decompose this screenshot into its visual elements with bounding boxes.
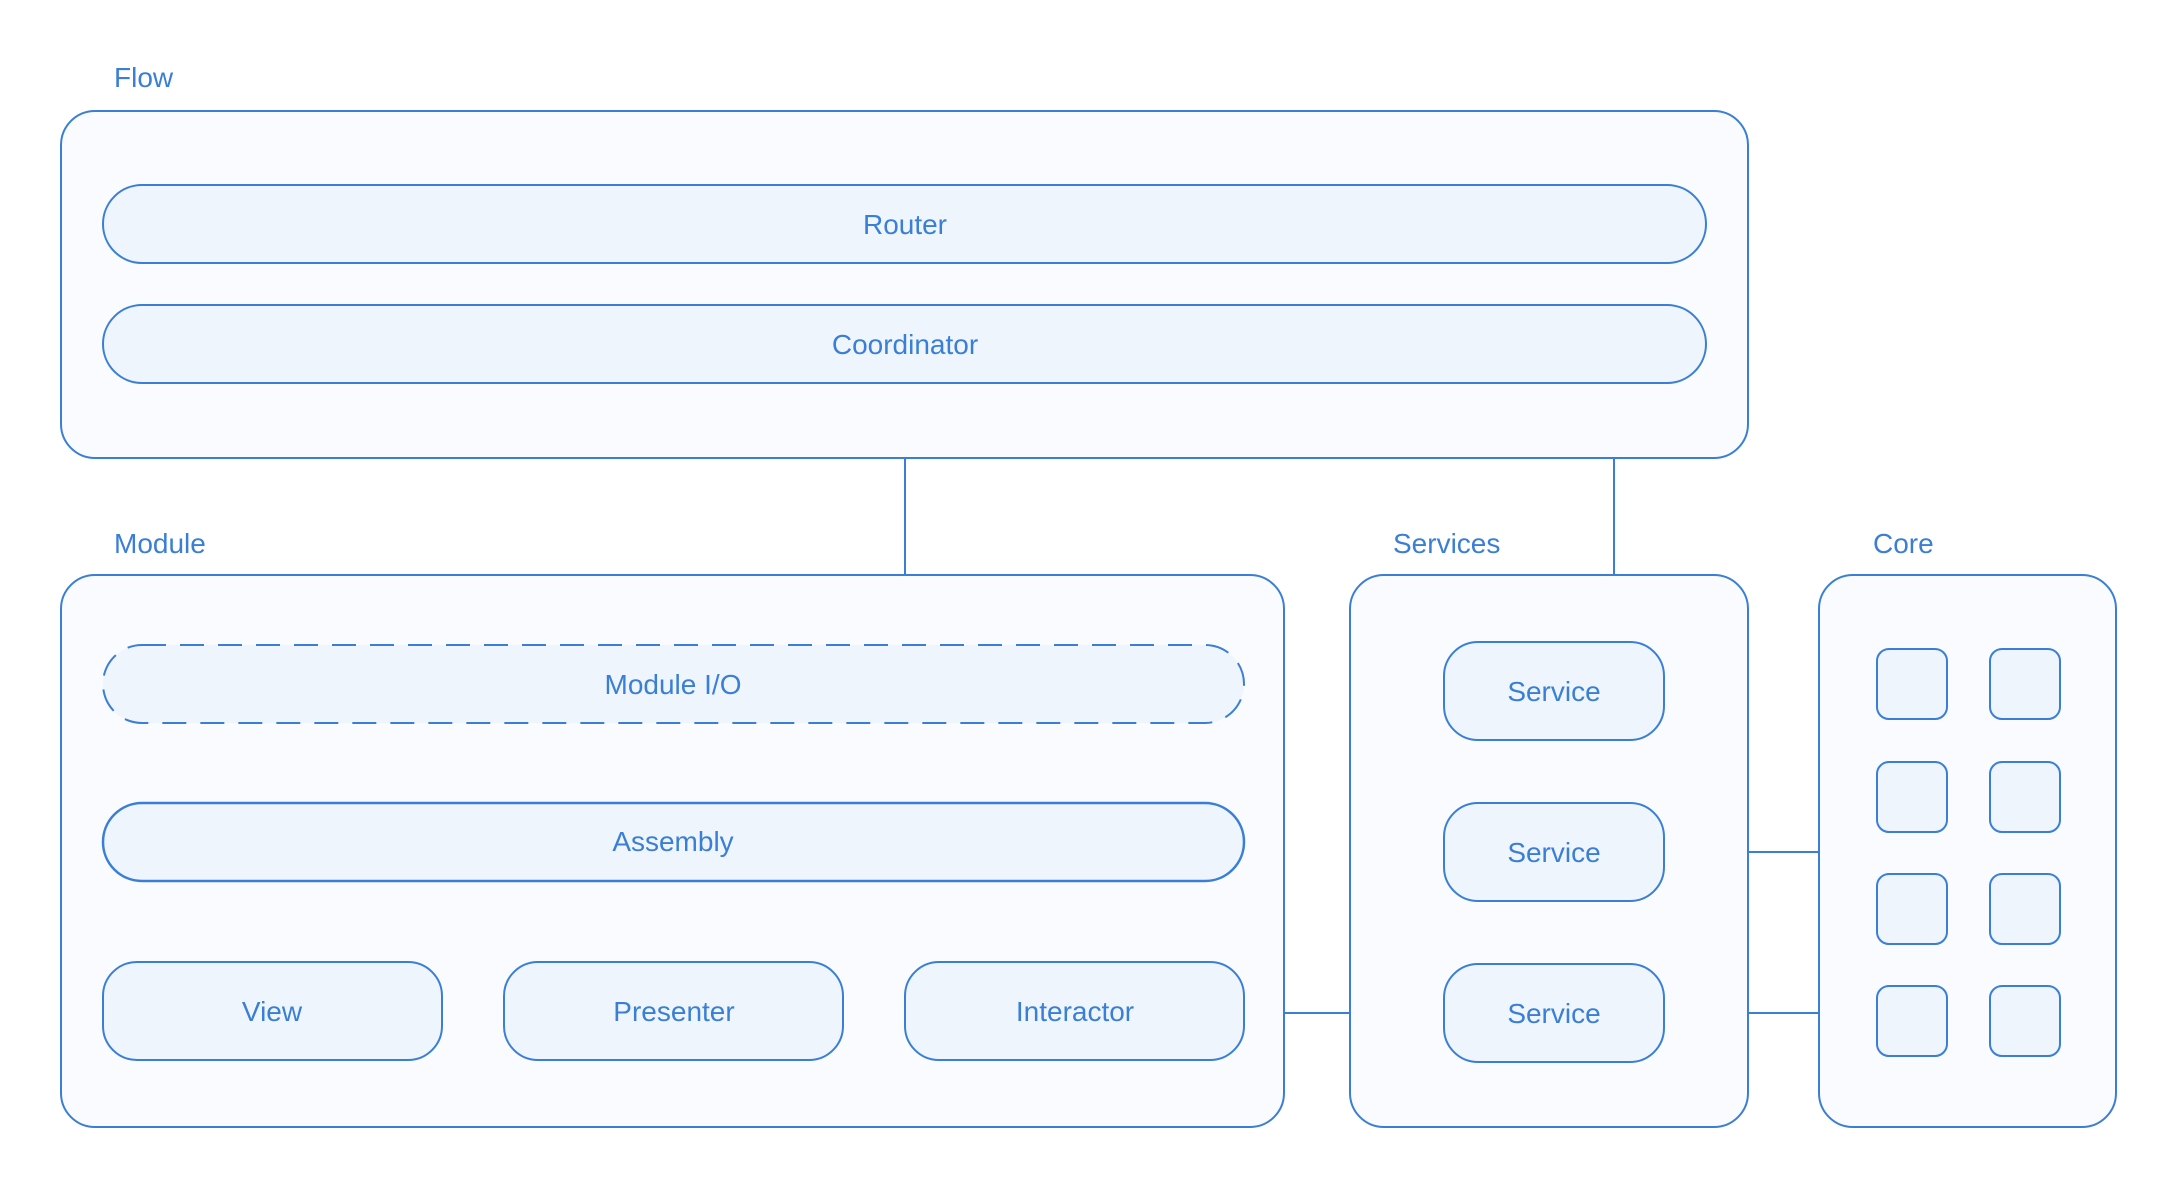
service-node: Service bbox=[1443, 963, 1665, 1063]
module-io-label: Module I/O bbox=[605, 669, 742, 700]
interactor-node: Interactor bbox=[904, 961, 1245, 1061]
services-group: Services Service Service Service bbox=[1349, 528, 1749, 1128]
module-group: Module Module I/O Assembly View Presente… bbox=[60, 528, 1285, 1128]
service-node: Service bbox=[1443, 641, 1665, 741]
service-label: Service bbox=[1507, 837, 1600, 868]
flow-panel bbox=[60, 110, 1749, 459]
core-tile bbox=[1876, 648, 1948, 720]
flow-label: Flow bbox=[114, 62, 174, 93]
view-label: View bbox=[242, 996, 303, 1027]
core-label: Core bbox=[1873, 528, 1934, 559]
router-node: Router bbox=[102, 184, 1707, 264]
core-tile bbox=[1876, 873, 1948, 945]
service-label: Service bbox=[1507, 676, 1600, 707]
core-panel bbox=[1818, 574, 2117, 1128]
module-io-node: Module I/O bbox=[102, 644, 1245, 724]
coordinator-node: Coordinator bbox=[102, 304, 1707, 384]
flow-group: Flow Router Coordinator bbox=[60, 62, 1749, 459]
core-tile bbox=[1989, 873, 2061, 945]
services-label: Services bbox=[1393, 528, 1500, 559]
core-tile bbox=[1989, 648, 2061, 720]
service-node: Service bbox=[1443, 802, 1665, 902]
module-label: Module bbox=[114, 528, 206, 559]
core-tiles bbox=[1876, 648, 2061, 1057]
router-label: Router bbox=[863, 209, 947, 240]
assembly-label: Assembly bbox=[612, 826, 733, 857]
core-tile bbox=[1876, 985, 1948, 1057]
core-tile bbox=[1989, 761, 2061, 833]
interactor-label: Interactor bbox=[1016, 996, 1134, 1027]
view-node: View bbox=[102, 961, 443, 1061]
core-tile bbox=[1989, 985, 2061, 1057]
service-label: Service bbox=[1507, 998, 1600, 1029]
presenter-node: Presenter bbox=[503, 961, 844, 1061]
core-tile bbox=[1876, 761, 1948, 833]
presenter-label: Presenter bbox=[613, 996, 734, 1027]
assembly-node: Assembly bbox=[101, 801, 1246, 883]
core-group: Core bbox=[1818, 528, 2117, 1128]
coordinator-label: Coordinator bbox=[832, 329, 978, 360]
